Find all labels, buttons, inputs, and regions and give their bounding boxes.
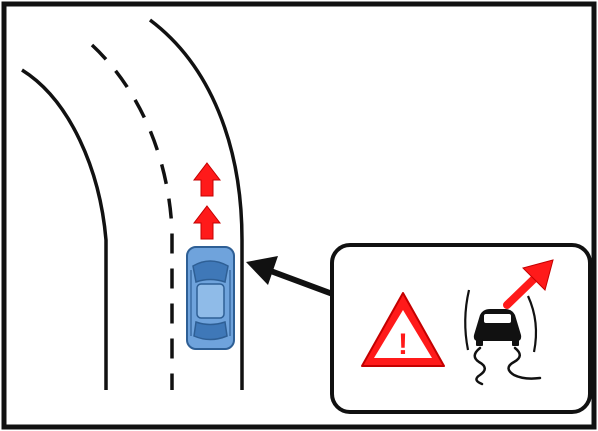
callout-box [332, 245, 590, 412]
car-top-view-icon [187, 247, 234, 349]
skid-car-wheel-left [476, 339, 483, 346]
car-windshield [193, 261, 228, 282]
skid-car-window [484, 314, 511, 323]
skid-car-body [474, 309, 521, 341]
skid-car-wheel-right [512, 339, 519, 346]
car-rear-window [194, 322, 227, 340]
car-roof [197, 284, 224, 318]
warning-exclamation: ! [398, 328, 408, 361]
